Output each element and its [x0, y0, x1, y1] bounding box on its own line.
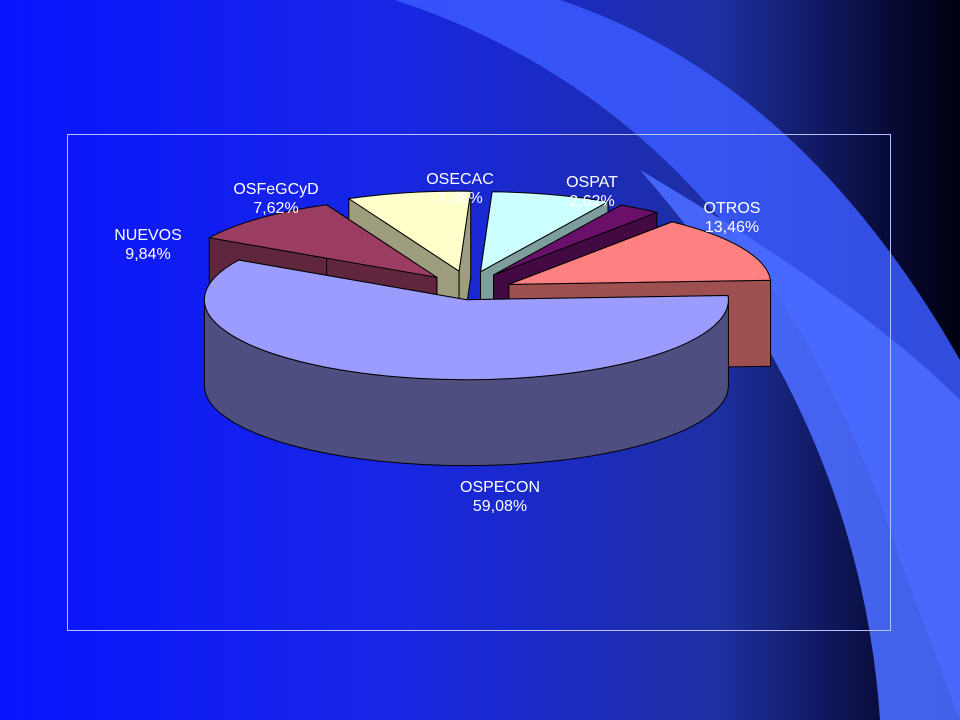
- label-nuevos-value: 9,84%: [125, 246, 171, 263]
- background-swoosh-light: [395, 0, 960, 720]
- label-ospecon: OSPECON 59,08%: [460, 478, 540, 516]
- label-nuevos-name: NUEVOS: [114, 227, 182, 244]
- label-osfegcyd-value: 7,62%: [253, 200, 299, 217]
- label-ospecon-name: OSPECON: [459, 479, 541, 496]
- chart-frame: [67, 134, 891, 631]
- pie-slice-top-osfegcyd: [347, 190, 472, 273]
- label-osfegcyd-name: OSFeGCyD: [233, 181, 319, 198]
- pie-slice-top-ospat: [493, 204, 659, 276]
- pie-slice-top-ospecon: [203, 259, 729, 381]
- label-ospat-value: 2,62%: [569, 193, 615, 210]
- label-osecac-name: OSECAC: [426, 171, 494, 188]
- label-osecac-value: 7,38%: [437, 190, 483, 207]
- background-swoosh-edge: [640, 170, 960, 720]
- label-otros-value: 13,46%: [704, 219, 760, 236]
- label-nuevos: NUEVOS 9,84%: [114, 226, 182, 264]
- pie-slice-top-nuevos: [207, 204, 438, 278]
- label-ospecon-value: 59,08%: [472, 498, 528, 515]
- pie-slice-ospecon: [203, 259, 729, 467]
- pie-slice-top-osecac: [479, 191, 610, 273]
- label-ospat: OSPAT 2,62%: [566, 173, 618, 211]
- pie-slice-top-otros: [508, 221, 772, 285]
- label-ospat-name: OSPAT: [566, 174, 618, 191]
- label-otros: OTROS 13,46%: [704, 199, 761, 237]
- label-osecac: OSECAC 7,38%: [426, 170, 494, 208]
- label-osfegcyd: OSFeGCyD 7,62%: [233, 180, 318, 218]
- label-otros-name: OTROS: [703, 200, 761, 217]
